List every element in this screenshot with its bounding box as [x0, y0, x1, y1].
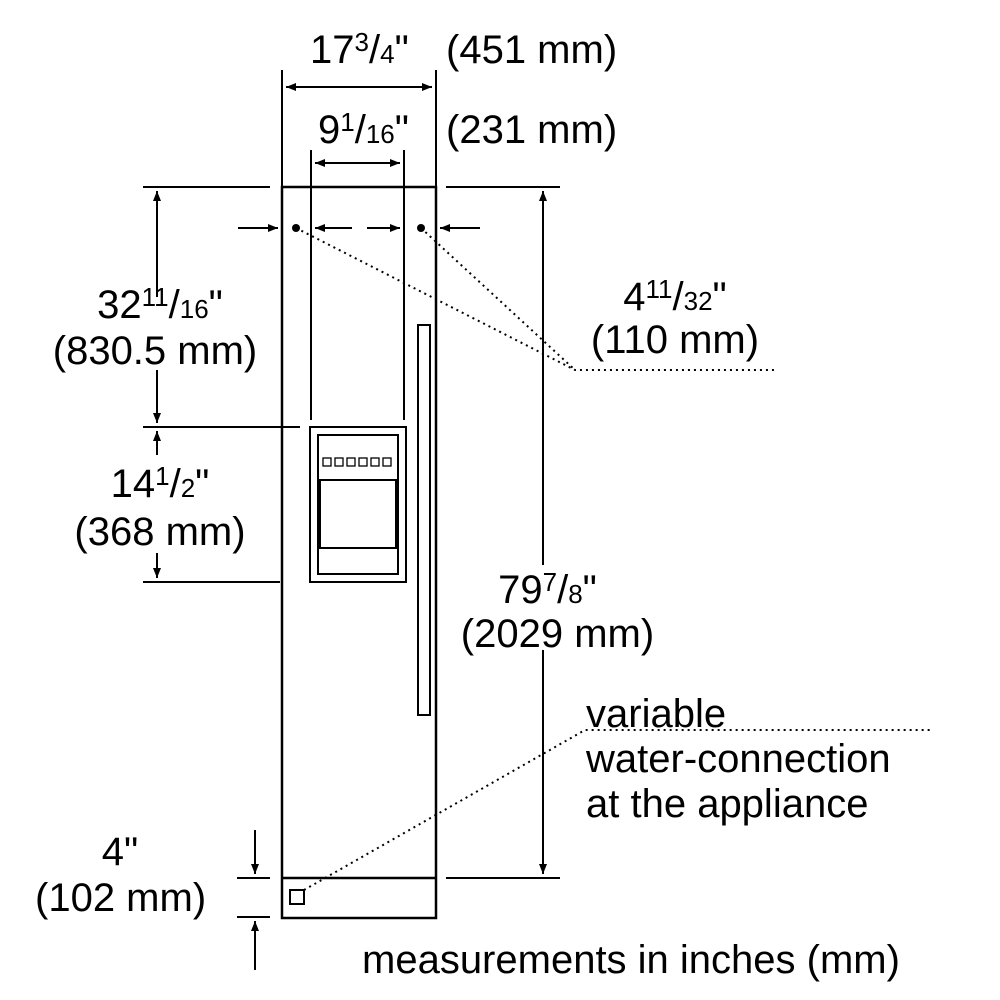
hinge-offset-imperial: 411/32": [623, 274, 727, 319]
base-height-metric: (102 mm): [35, 876, 207, 920]
dispenser-button: [370, 457, 380, 467]
water-note-line3: at the appliance: [586, 782, 869, 826]
measurements-note: measurements in inches (mm): [362, 938, 900, 982]
hinge-point-left: [292, 224, 300, 232]
water-connection-marker: [289, 889, 305, 905]
dispenser-outer: [309, 426, 407, 583]
dispenser-opening: [319, 479, 397, 549]
appliance-outline: [280, 185, 438, 920]
dispenser-button: [334, 457, 344, 467]
door-handle: [417, 324, 431, 716]
dispenser-inner: [317, 434, 399, 575]
dispenser-height-imperial: 141/2": [110, 461, 210, 506]
inner-width-imperial: 91/16": [318, 107, 409, 152]
total-width-imperial: 173/4": [310, 27, 409, 72]
total-height-imperial: 797/8": [498, 567, 597, 612]
water-note-line1: variable: [586, 692, 727, 736]
total-height-metric: (2029 mm): [460, 612, 655, 656]
dispenser-button: [346, 457, 356, 467]
upper-height-imperial: 3211/16": [97, 282, 223, 327]
dispenser-buttons: [322, 457, 392, 467]
upper-height-metric: (830.5 mm): [52, 329, 258, 373]
base-height-imperial: 4": [101, 830, 139, 874]
hinge-offset-metric: (110 mm): [590, 318, 760, 362]
total-width-metric: (451 mm): [446, 28, 618, 72]
dispenser-button: [322, 457, 332, 467]
dispenser-height-metric: (368 mm): [74, 510, 246, 554]
water-note-line2: water-connection: [586, 737, 891, 781]
hinge-leader-left: [295, 227, 775, 371]
hinge-leader-right: [420, 227, 576, 371]
hinge-point-right: [417, 224, 425, 232]
inner-width-metric: (231 mm): [446, 108, 618, 152]
water-leader: [303, 729, 930, 891]
dispenser-button: [358, 457, 368, 467]
dispenser-button: [382, 457, 392, 467]
